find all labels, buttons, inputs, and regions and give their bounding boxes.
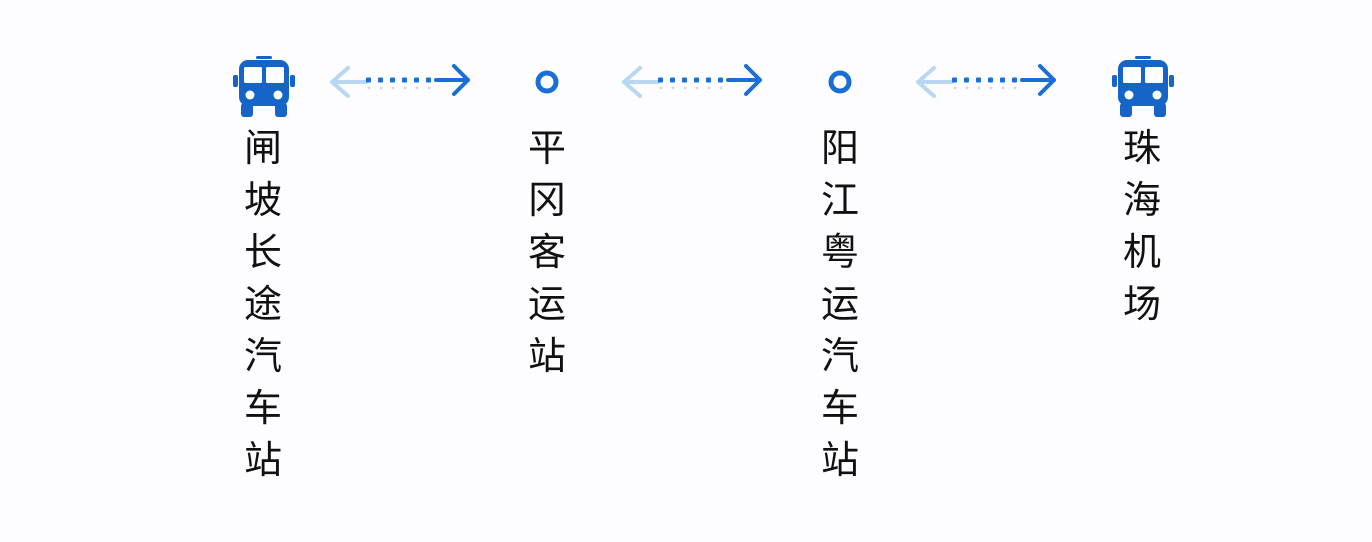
station-label-char: 长 [243,230,282,274]
station-label-char: 车 [820,386,859,430]
station-label-char: 汽 [820,334,859,378]
station-label-char: 坡 [243,178,282,222]
station-label-char: 海 [1122,178,1161,222]
bidirectional-dotted-arrow-icon [622,64,762,98]
bus-icon [1112,56,1174,117]
station-label-char: 车 [243,386,282,430]
station-label: 平 冈 客 运 站 [528,122,566,382]
station-label: 闸 坡 长 途 汽 车 站 [244,122,282,486]
station-label-char: 站 [820,438,859,482]
station-label: 珠 海 机 场 [1123,122,1161,330]
bidirectional-dotted-arrow-icon [330,64,470,98]
station-label-char: 运 [820,282,859,326]
station-label-char: 站 [243,438,282,482]
station-label-char: 站 [527,334,566,378]
station-label-char: 途 [243,282,282,326]
station-label-char: 粤 [820,230,859,274]
route-node-origin: 闸 坡 长 途 汽 车 站 [223,0,303,486]
station-label: 阳 江 粤 运 汽 车 站 [821,122,859,486]
station-label-char: 江 [820,178,859,222]
station-label-char: 客 [527,230,566,274]
station-label-char: 冈 [527,178,566,222]
station-label-char: 闸 [243,126,282,170]
bidirectional-dotted-arrow-icon [916,64,1056,98]
station-label-char: 汽 [243,334,282,378]
stop-circle-icon [828,70,852,94]
bus-icon [233,56,295,117]
route-node-destination: 珠 海 机 场 [1102,0,1182,330]
route-node-stop-2: 阳 江 粤 运 汽 车 站 [800,0,880,486]
station-label-char: 平 [527,126,566,170]
station-label-char: 阳 [820,126,859,170]
route-node-stop-1: 平 冈 客 运 站 [507,0,587,382]
station-label-char: 珠 [1122,126,1161,170]
station-label-char: 场 [1122,282,1161,326]
stop-circle-icon [535,70,559,94]
station-label-char: 运 [527,282,566,326]
station-label-char: 机 [1122,230,1161,274]
